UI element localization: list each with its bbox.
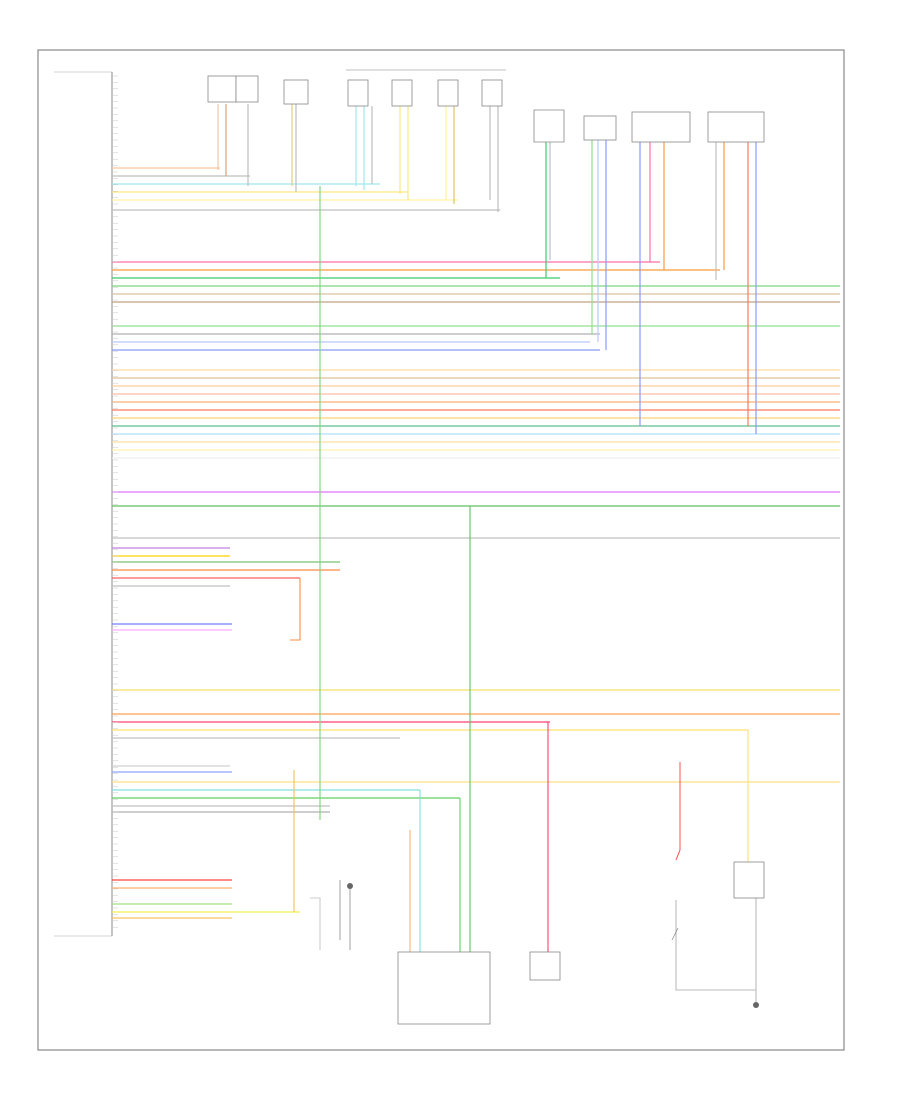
wire-group	[112, 104, 840, 1005]
pin-group	[112, 75, 118, 928]
module-component-2	[707, 111, 765, 143]
relay-component-2	[235, 75, 259, 103]
bottom-components	[347, 861, 765, 1025]
ground-point-1	[347, 883, 353, 889]
ground-point-2	[753, 1002, 759, 1008]
sensor-component-1	[283, 79, 309, 105]
switch-contact	[671, 927, 679, 941]
sensor-component-bottom-1	[529, 951, 561, 981]
sensor-component-bottom-2	[733, 861, 765, 899]
relay-component-1	[207, 75, 237, 103]
injector-4	[481, 79, 503, 107]
sensor-component-2	[533, 109, 565, 143]
throttle-body-module	[397, 951, 491, 1025]
sensor-component-3	[583, 115, 617, 141]
injector-2	[391, 79, 413, 107]
ground-wire	[310, 897, 321, 950]
ground-wire	[675, 900, 757, 1005]
injector-3	[437, 79, 459, 107]
loop-wire	[290, 578, 301, 641]
switch-wire	[675, 762, 681, 861]
top-components	[207, 69, 765, 143]
diagram-frame	[37, 49, 845, 1051]
injector-1	[347, 79, 369, 107]
ecm-connector	[54, 71, 113, 937]
module-component-1	[631, 111, 691, 143]
